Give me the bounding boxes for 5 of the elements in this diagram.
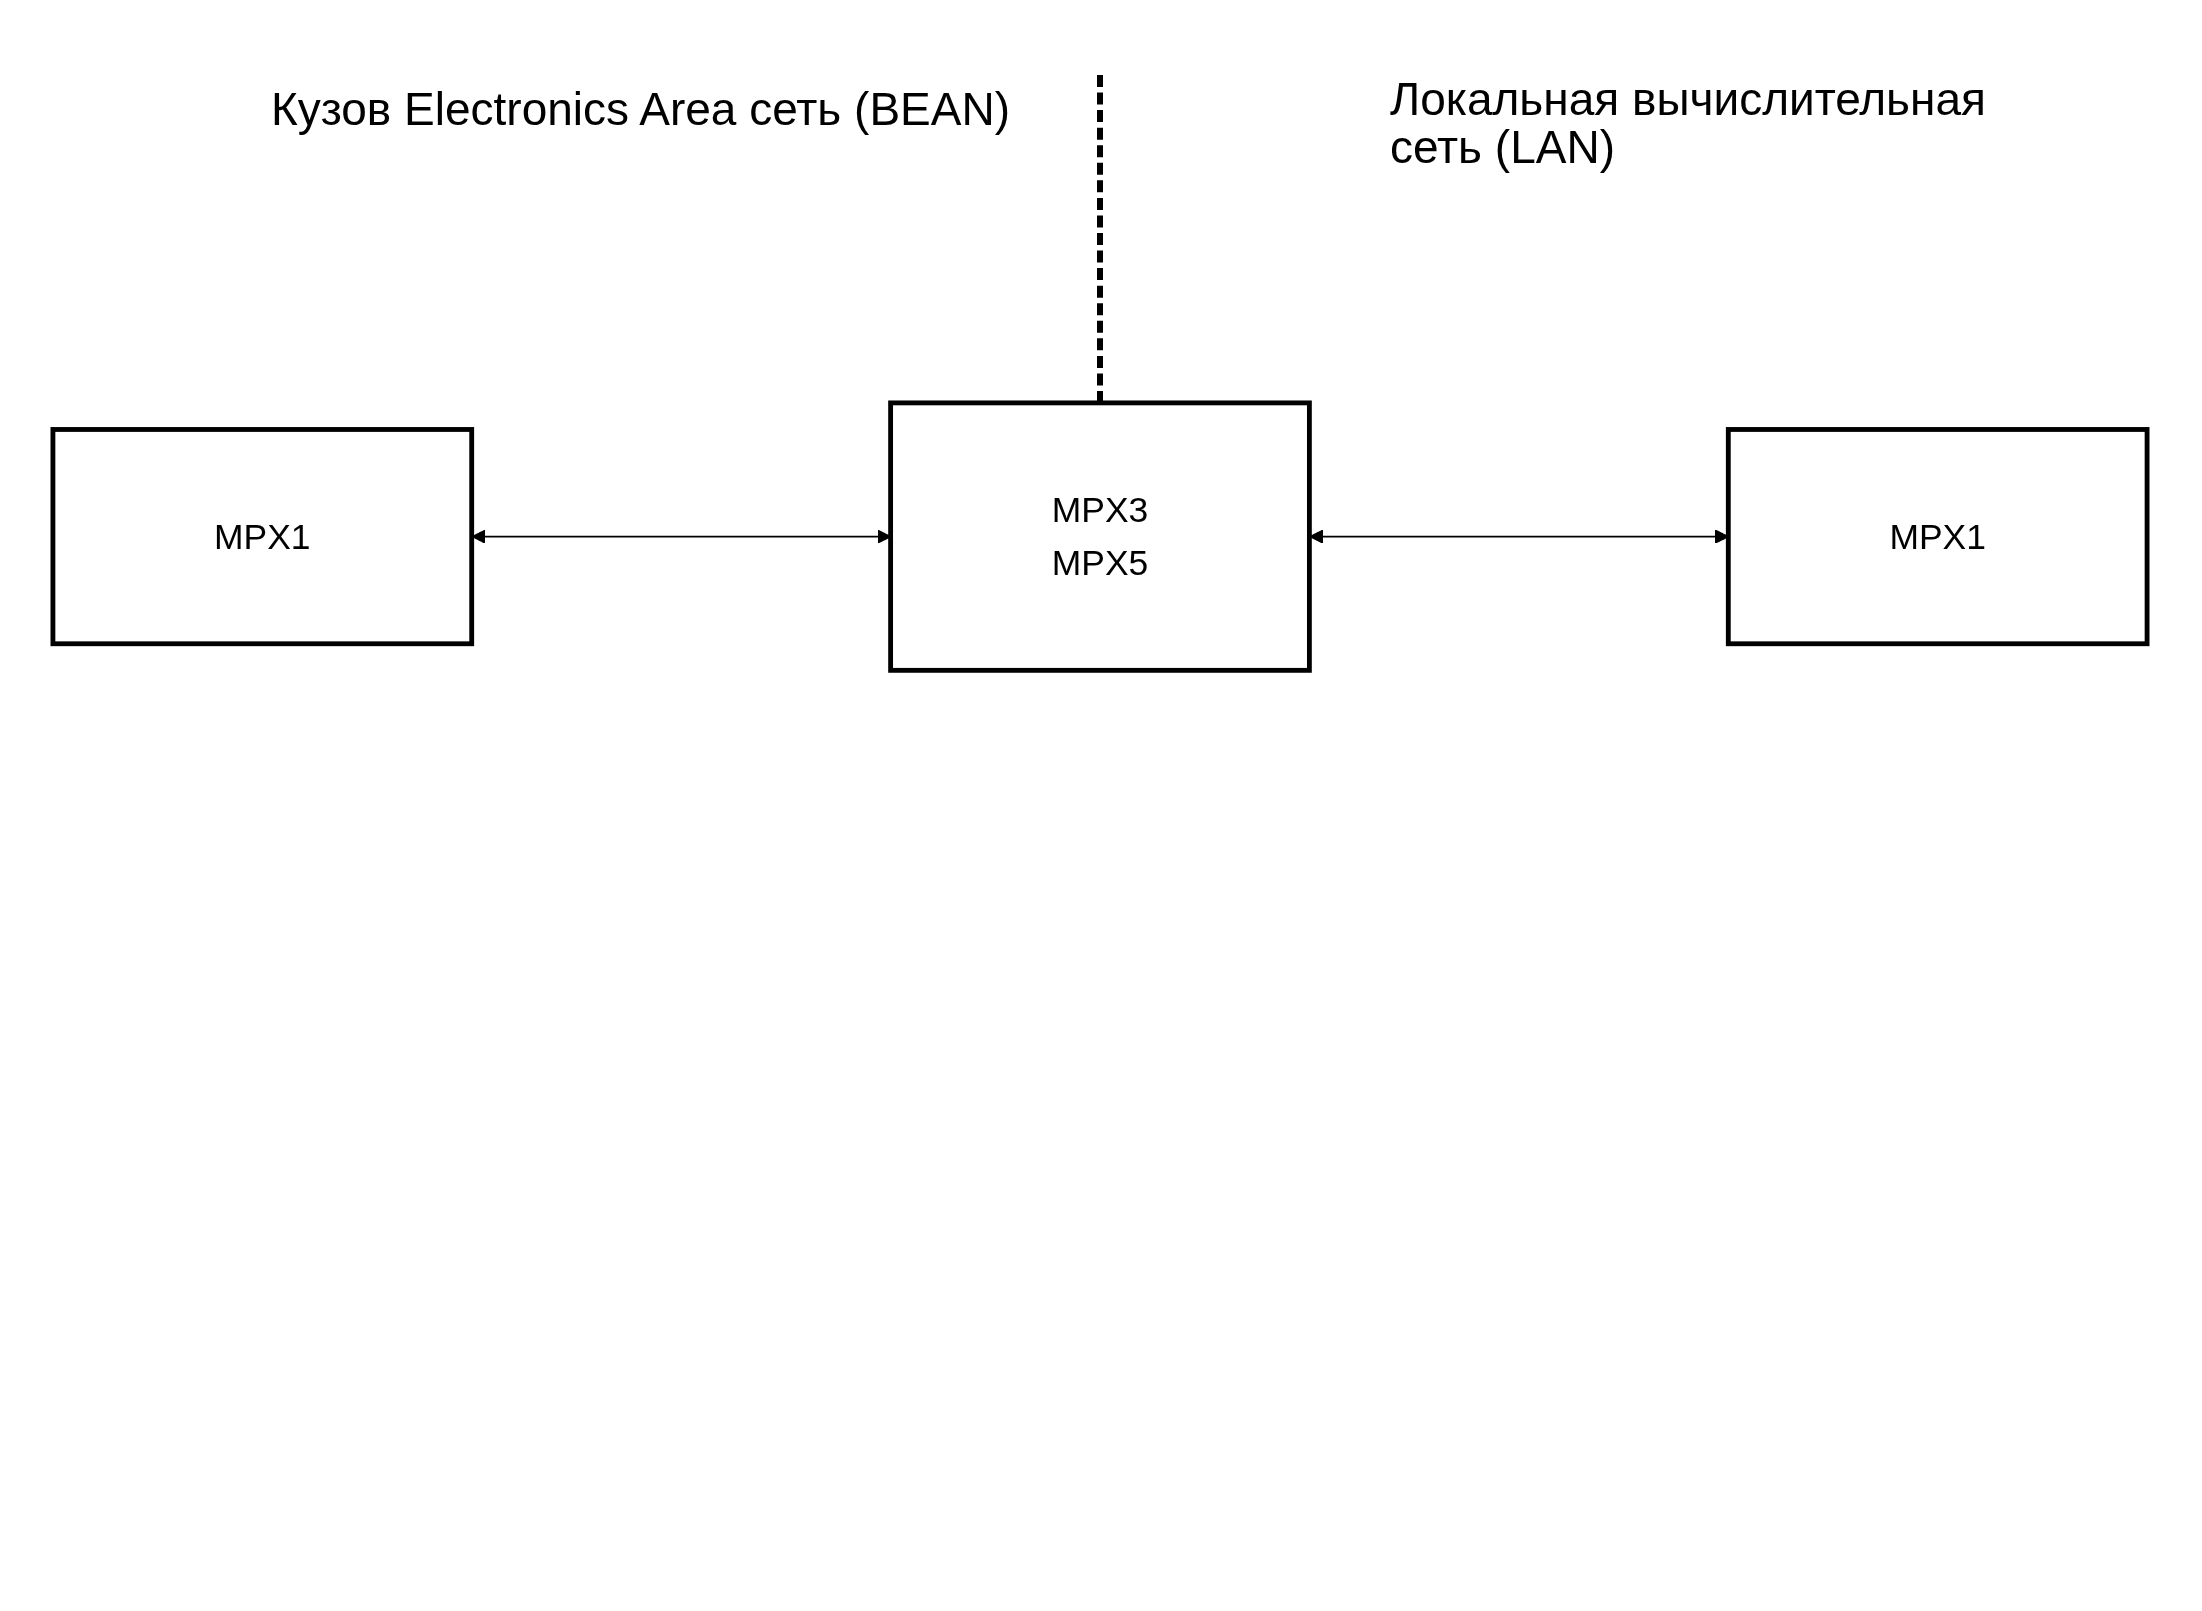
- node-box: MPX1: [50, 427, 475, 647]
- node-box: MPX3 MPX5: [888, 400, 1312, 673]
- node-box: MPX1: [1725, 427, 2150, 647]
- network-label: Локальная вычислительная сеть (LAN): [1390, 75, 1987, 172]
- network-label: Кузов Electronics Area сеть (BEAN): [270, 85, 1010, 134]
